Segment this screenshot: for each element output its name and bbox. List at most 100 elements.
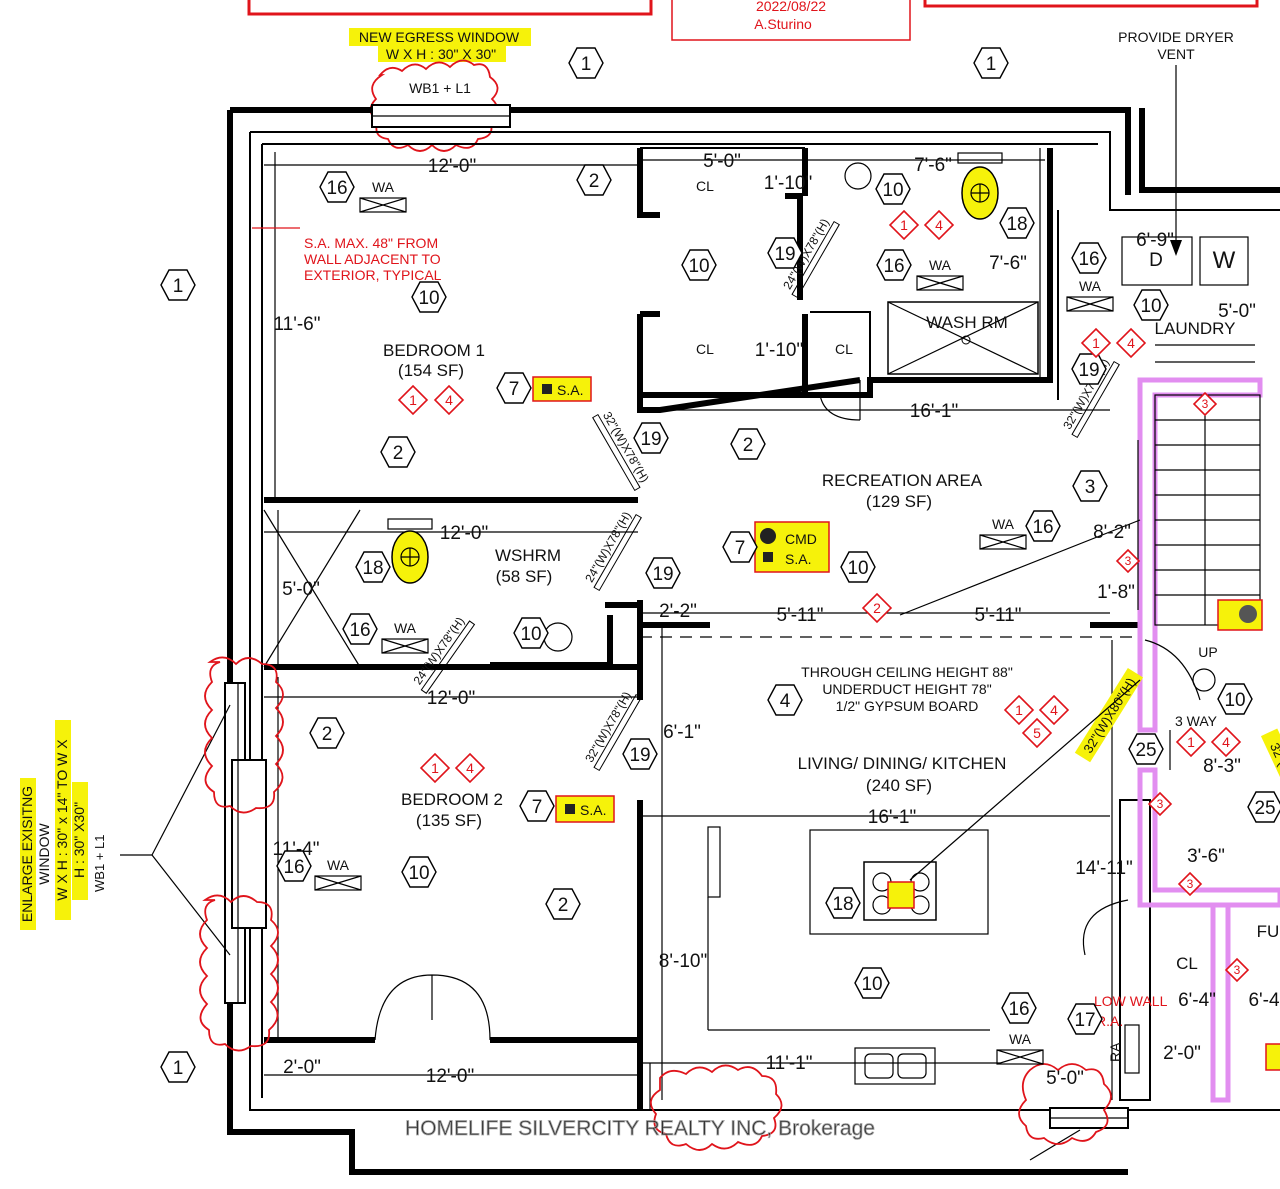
svg-text:19: 19 bbox=[629, 745, 650, 766]
svg-text:6'-1": 6'-1" bbox=[663, 722, 701, 743]
room-living-name: LIVING/ DINING/ KITCHEN bbox=[798, 754, 1007, 773]
svg-text:WA: WA bbox=[372, 179, 395, 195]
washer-label: W bbox=[1213, 247, 1236, 274]
svg-text:1: 1 bbox=[1092, 335, 1100, 351]
dryer-vent-note: PROVIDE DRYER VENT bbox=[1118, 29, 1234, 256]
svg-text:16: 16 bbox=[1078, 249, 1099, 270]
svg-text:32"(W: 32"(W bbox=[1267, 740, 1280, 779]
svg-text:10: 10 bbox=[847, 558, 868, 579]
svg-text:3: 3 bbox=[1125, 554, 1132, 568]
window-tag-left: WB1 + L1 bbox=[92, 835, 107, 892]
staircase: UP bbox=[1137, 344, 1280, 1103]
svg-text:10: 10 bbox=[882, 180, 903, 201]
room-bedroom-2-area: (135 SF) bbox=[416, 811, 482, 830]
svg-text:1: 1 bbox=[173, 1058, 184, 1079]
svg-text:1: 1 bbox=[900, 217, 908, 233]
svg-text:2'-0": 2'-0" bbox=[1163, 1043, 1201, 1064]
svg-text:R.A.: R.A. bbox=[1096, 1013, 1123, 1029]
dryer-label: D bbox=[1149, 250, 1163, 271]
svg-text:1: 1 bbox=[409, 392, 417, 408]
svg-text:3: 3 bbox=[1157, 797, 1164, 811]
stair-up-label: UP bbox=[1198, 644, 1217, 660]
svg-text:18: 18 bbox=[1006, 214, 1027, 235]
svg-text:CL: CL bbox=[1176, 954, 1198, 973]
svg-text:2: 2 bbox=[873, 600, 881, 616]
svg-text:16: 16 bbox=[883, 256, 904, 277]
svg-text:CL: CL bbox=[696, 178, 714, 194]
svg-text:6'-4": 6'-4" bbox=[1178, 990, 1216, 1011]
svg-text:12'-0": 12'-0" bbox=[426, 1066, 474, 1087]
svg-text:16: 16 bbox=[1032, 517, 1053, 538]
svg-text:1: 1 bbox=[1187, 734, 1195, 750]
svg-text:5'-11": 5'-11" bbox=[975, 605, 1022, 626]
svg-text:4: 4 bbox=[1222, 734, 1230, 750]
svg-text:1: 1 bbox=[1015, 702, 1023, 718]
svg-text:S.A. MAX. 48" FROM: S.A. MAX. 48" FROM bbox=[304, 235, 438, 251]
svg-text:3 WAY: 3 WAY bbox=[1175, 713, 1218, 729]
svg-text:4: 4 bbox=[935, 217, 943, 233]
svg-text:5'-0": 5'-0" bbox=[703, 151, 741, 172]
revision-clouds bbox=[199, 656, 1112, 1151]
svg-text:7'-6": 7'-6" bbox=[989, 253, 1027, 274]
svg-text:8'-10": 8'-10" bbox=[659, 951, 707, 972]
svg-text:ENLARGE EXISITNG: ENLARGE EXISITNG bbox=[19, 786, 35, 922]
svg-text:7'-6": 7'-6" bbox=[914, 155, 952, 176]
svg-text:WA: WA bbox=[929, 257, 952, 273]
svg-text:3: 3 bbox=[1085, 477, 1096, 498]
dimension-text: 12'-0" 5'-0" 7'-6" 1'-10" 1'-10" 7'-6" 6… bbox=[273, 151, 1280, 1089]
svg-text:3'-6": 3'-6" bbox=[1187, 846, 1225, 867]
svg-text:S.A.: S.A. bbox=[785, 551, 811, 567]
svg-text:WA: WA bbox=[992, 516, 1015, 532]
svg-text:25: 25 bbox=[1135, 740, 1156, 761]
svg-text:2: 2 bbox=[393, 443, 404, 464]
svg-text:THROUGH CEILING HEIGHT 88": THROUGH CEILING HEIGHT 88" bbox=[801, 664, 1013, 680]
svg-text:7: 7 bbox=[509, 379, 520, 400]
svg-text:EXTERIOR, TYPICAL: EXTERIOR, TYPICAL bbox=[304, 267, 442, 283]
svg-text:WA: WA bbox=[394, 620, 417, 636]
svg-text:8'-2": 8'-2" bbox=[1093, 522, 1131, 543]
svg-text:10: 10 bbox=[1224, 690, 1245, 711]
svg-text:10: 10 bbox=[520, 624, 541, 645]
svg-text:2: 2 bbox=[589, 171, 600, 192]
wa-symbols: WA WA WA WA WA WA WA bbox=[314, 179, 1114, 1065]
svg-text:S.A.: S.A. bbox=[580, 802, 606, 818]
exterior-walls bbox=[224, 104, 1280, 1175]
room-living-area: (240 SF) bbox=[866, 776, 932, 795]
svg-text:RA: RA bbox=[1107, 1042, 1123, 1062]
interior-walls bbox=[264, 147, 1151, 1110]
egress-size: W X H : 30" X 30" bbox=[386, 46, 496, 62]
svg-text:3: 3 bbox=[1202, 397, 1209, 411]
svg-text:18: 18 bbox=[832, 894, 853, 915]
svg-text:16: 16 bbox=[283, 857, 304, 878]
svg-text:10: 10 bbox=[688, 256, 709, 277]
svg-text:1'-8": 1'-8" bbox=[1097, 582, 1135, 603]
svg-text:2: 2 bbox=[322, 724, 333, 745]
window-tag-top: WB1 + L1 bbox=[409, 80, 471, 96]
svg-text:1: 1 bbox=[173, 276, 184, 297]
svg-text:S.A.: S.A. bbox=[557, 382, 583, 398]
svg-text:4: 4 bbox=[466, 760, 474, 776]
room-bedroom-2-name: BEDROOM 2 bbox=[401, 790, 503, 809]
svg-text:11'-6": 11'-6" bbox=[274, 314, 321, 335]
svg-text:11'-1": 11'-1" bbox=[766, 1053, 813, 1074]
svg-text:6'-4: 6'-4 bbox=[1248, 990, 1280, 1011]
watermark: HOMELIFE SILVERCITY REALTY INC, Brokerag… bbox=[405, 1117, 875, 1140]
room-bedroom-1-name: BEDROOM 1 bbox=[383, 341, 485, 360]
egress-title: NEW EGRESS WINDOW bbox=[359, 29, 520, 45]
svg-text:19: 19 bbox=[774, 244, 795, 265]
svg-text:3: 3 bbox=[1234, 963, 1241, 977]
stair-revision-tags: 3 3 3 3 3 bbox=[1115, 391, 1250, 983]
svg-text:WA: WA bbox=[1079, 278, 1102, 294]
hex-tags: 1 1 1 1 2 2 2 2 2 3 4 7 7 7 10 10 10 10 … bbox=[160, 47, 1280, 1083]
svg-text:16: 16 bbox=[1008, 999, 1029, 1020]
svg-text:8'-3": 8'-3" bbox=[1203, 756, 1241, 777]
svg-text:19: 19 bbox=[652, 564, 673, 585]
svg-text:2: 2 bbox=[558, 895, 569, 916]
svg-text:6'-9": 6'-9" bbox=[1136, 230, 1174, 251]
fixtures: D W bbox=[387, 152, 1280, 1085]
svg-text:PROVIDE DRYER: PROVIDE DRYER bbox=[1118, 29, 1234, 45]
svg-text:5: 5 bbox=[1033, 725, 1041, 741]
diamond-tags: 1 4 1 4 1 4 1 4 1 4 1 4 2 5 bbox=[397, 209, 1242, 784]
svg-text:12'-0": 12'-0" bbox=[440, 523, 488, 544]
